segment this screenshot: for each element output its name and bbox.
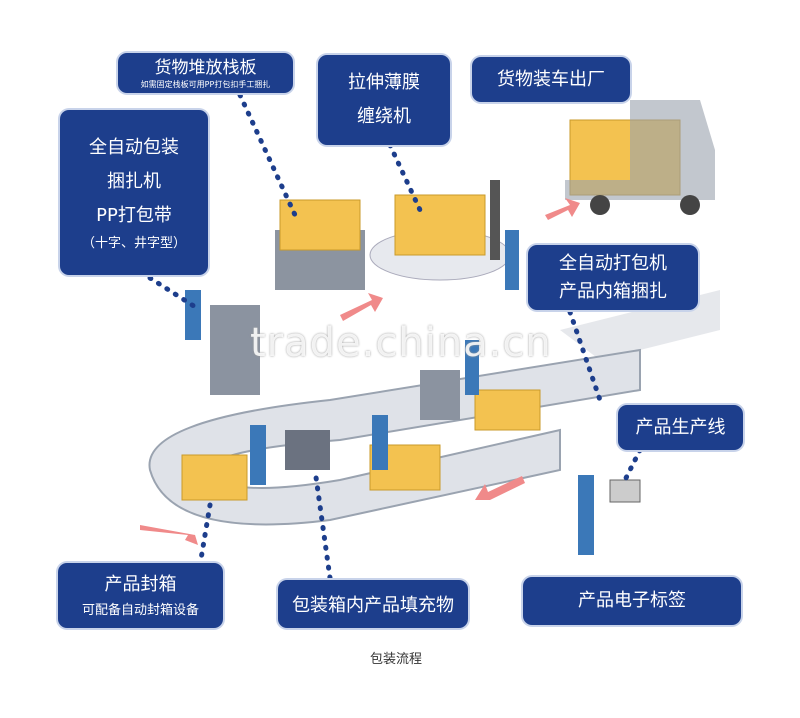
- label-filler: 包装箱内产品填充物: [278, 580, 468, 628]
- truck-wheel: [680, 195, 700, 215]
- label-line: 拉伸薄膜: [348, 72, 420, 93]
- carton: [181, 454, 248, 501]
- label-line: 产品生产线: [635, 416, 726, 438]
- wrap-machine: [210, 305, 260, 395]
- label-pallet: 货物堆放栈板 如需固定栈板可用PP打包扣手工捆扎: [118, 53, 293, 93]
- label-stretch-wrapper: 拉伸薄膜 缠绕机: [318, 55, 450, 145]
- watermark: trade.china.cn: [250, 320, 552, 366]
- label-title: 货物堆放栈板: [154, 58, 257, 78]
- strapping-machine: [420, 370, 460, 420]
- label-truck: 货物装车出厂: [472, 57, 630, 102]
- label-line: 全自动包装: [89, 136, 179, 158]
- caption: 包装流程: [370, 652, 423, 667]
- truck-wheel: [590, 195, 610, 215]
- dotted-leaders: [147, 92, 643, 581]
- label-production-line: 产品生产线: [618, 405, 743, 450]
- label-line: 全自动打包机: [559, 252, 667, 274]
- label-note: 如需固定栈板可用PP打包扣手工捆扎: [140, 80, 271, 89]
- truck-body: [565, 100, 715, 200]
- label-strapping: 全自动打包机 产品内箱捆扎: [528, 245, 698, 310]
- label-line: 产品内箱捆扎: [559, 280, 667, 302]
- laptop: [609, 479, 641, 503]
- label-line: 货物装车出厂: [497, 68, 605, 90]
- label-line: 缠绕机: [357, 106, 411, 127]
- label-line: （十字、井字型）: [81, 235, 186, 251]
- label-electronic-tag: 产品电子标签: [523, 577, 741, 625]
- pallet-cartons: [279, 199, 361, 251]
- wrap-mast: [490, 180, 500, 260]
- filler-machine: [285, 430, 330, 470]
- workers: [185, 230, 594, 555]
- flow-arrows: [140, 198, 580, 545]
- label-line: PP打包带: [96, 204, 172, 226]
- wrapped-cartons: [394, 194, 486, 256]
- label-sealing: 产品封箱 可配备自动封箱设备: [58, 563, 223, 628]
- label-line: 捆扎机: [107, 170, 161, 192]
- label-title: 产品封箱: [104, 573, 177, 595]
- label-auto-wrap-strapping: 全自动包装 捆扎机 PP打包带 （十字、井字型）: [60, 110, 208, 275]
- label-line: 产品电子标签: [578, 590, 686, 611]
- label-note: 可配备自动封箱设备: [81, 602, 199, 618]
- label-line: 包装箱内产品填充物: [292, 595, 454, 616]
- carton: [474, 389, 541, 431]
